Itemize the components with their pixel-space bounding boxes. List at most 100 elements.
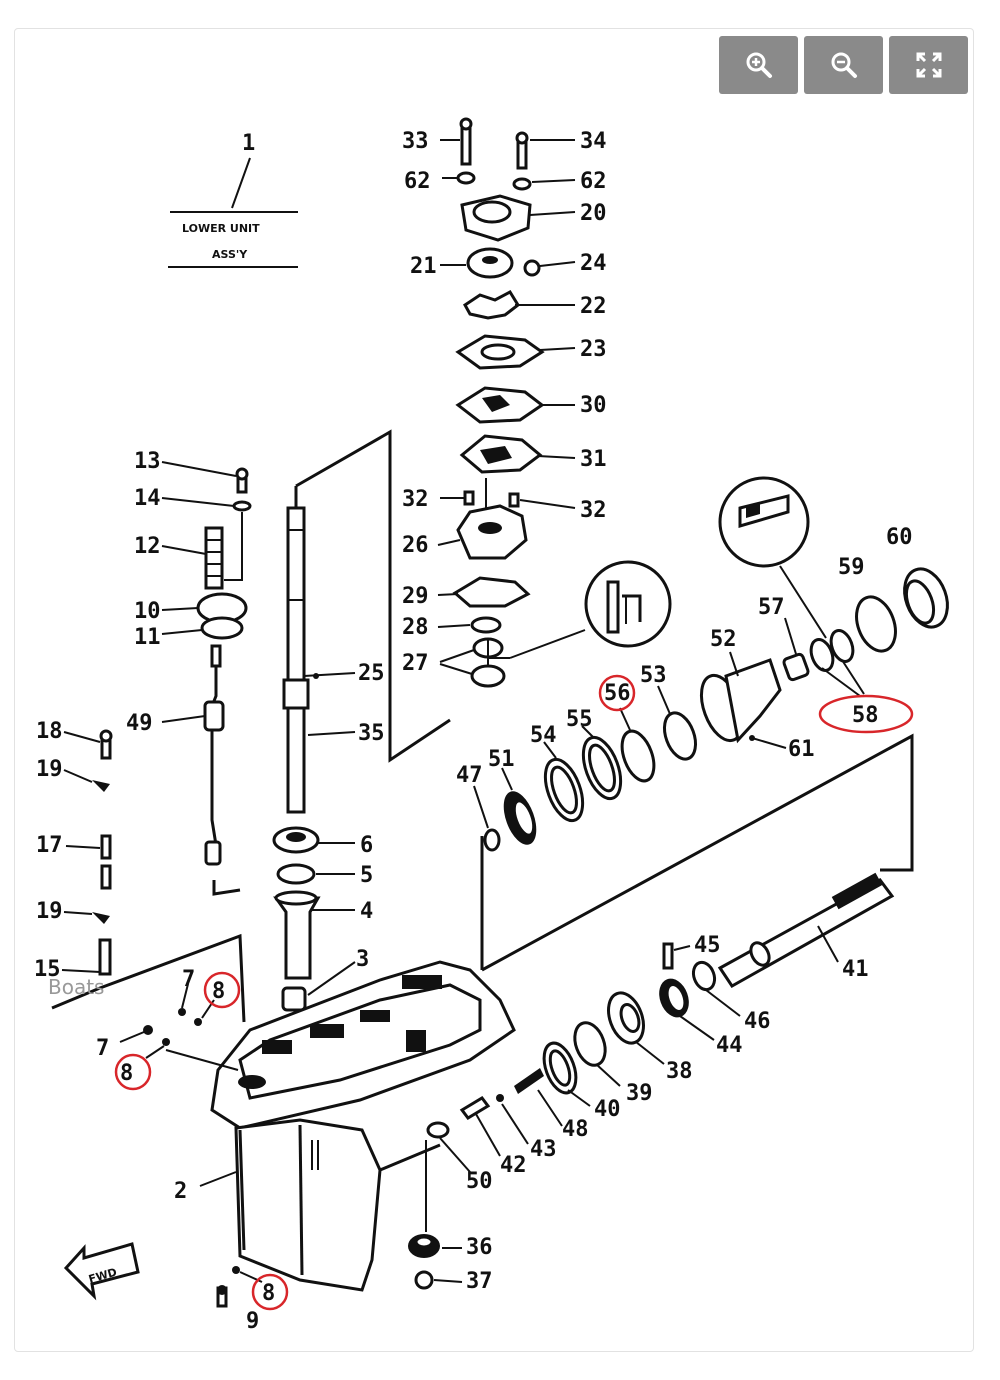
label-7b: 7 bbox=[96, 1036, 109, 1061]
label-33: 33 bbox=[402, 129, 429, 154]
label-29: 29 bbox=[402, 584, 429, 609]
sleeve-4-shape bbox=[273, 896, 321, 980]
label-8a: 8 bbox=[212, 979, 225, 1004]
ring-58a-shape bbox=[809, 638, 835, 672]
label-32a: 32 bbox=[402, 487, 429, 512]
callout-bubble-upper bbox=[584, 560, 672, 648]
link-49-shape bbox=[203, 700, 225, 732]
fullscreen-button[interactable] bbox=[889, 36, 968, 94]
label-42: 42 bbox=[500, 1153, 527, 1178]
zoom-out-icon bbox=[831, 52, 857, 78]
fullscreen-icon bbox=[916, 52, 941, 78]
label-19a: 19 bbox=[36, 757, 63, 782]
label-51: 51 bbox=[488, 747, 515, 772]
label-14: 14 bbox=[134, 486, 161, 511]
label-52: 52 bbox=[710, 627, 737, 652]
label-15: 15 bbox=[34, 957, 61, 982]
label-21: 21 bbox=[410, 254, 437, 279]
highlight-circle-8a bbox=[203, 971, 241, 1009]
assembly-title-line2: ASS'Y bbox=[212, 248, 248, 261]
bushing-3-shape bbox=[281, 986, 307, 1012]
label-54: 54 bbox=[530, 723, 557, 748]
label-28: 28 bbox=[402, 615, 429, 640]
clip-19b-shape bbox=[92, 912, 110, 924]
ring-5-shape bbox=[276, 863, 316, 885]
gearcase-2-shape bbox=[234, 1118, 382, 1292]
label-22: 22 bbox=[580, 294, 607, 319]
label-48: 48 bbox=[562, 1117, 589, 1142]
label-32b: 32 bbox=[580, 498, 607, 523]
cap-27b-shape bbox=[470, 664, 506, 688]
label-46: 46 bbox=[744, 1009, 771, 1034]
label-53: 53 bbox=[640, 663, 667, 688]
ball-43-shape bbox=[496, 1094, 504, 1102]
oring-56-shape bbox=[620, 729, 656, 783]
label-59: 59 bbox=[838, 555, 865, 580]
nut-37-shape bbox=[414, 1270, 434, 1290]
label-62b: 62 bbox=[580, 169, 607, 194]
shift-rod-group bbox=[161, 461, 252, 896]
screw-15-shape bbox=[98, 938, 112, 976]
impeller-22-shape bbox=[463, 290, 520, 320]
water-pump-stack bbox=[452, 117, 586, 688]
label-60: 60 bbox=[886, 525, 913, 550]
pin-32b-shape bbox=[508, 492, 520, 508]
gear-38-shape bbox=[607, 991, 645, 1045]
lower-casing: FWD bbox=[63, 960, 516, 1308]
boot-11-shape bbox=[200, 616, 244, 640]
label-62a: 62 bbox=[404, 169, 431, 194]
pump-leaders bbox=[437, 139, 576, 675]
label-23: 23 bbox=[580, 337, 607, 362]
label-8b: 8 bbox=[120, 1061, 133, 1086]
left-screws: Boats bbox=[48, 729, 246, 1023]
label-36: 36 bbox=[466, 1235, 493, 1260]
washer-46-shape bbox=[691, 960, 717, 992]
label-49: 49 bbox=[126, 711, 153, 736]
label-2: 2 bbox=[174, 1179, 187, 1204]
label-7a: 7 bbox=[182, 967, 195, 992]
label-17: 17 bbox=[36, 833, 63, 858]
grommet-24-shape bbox=[523, 259, 541, 277]
bearing-53-shape bbox=[662, 711, 698, 761]
label-27: 27 bbox=[402, 651, 429, 676]
pin-45-shape bbox=[662, 942, 674, 970]
label-57: 57 bbox=[758, 595, 785, 620]
label-13: 13 bbox=[134, 449, 161, 474]
label-61: 61 bbox=[788, 737, 815, 762]
viewer-toolbar bbox=[719, 36, 968, 94]
drive-shaft-group bbox=[272, 429, 451, 1012]
zoom-out-button[interactable] bbox=[804, 36, 883, 94]
label-41: 41 bbox=[842, 957, 869, 982]
label-5: 5 bbox=[360, 863, 373, 888]
bushing-57-shape bbox=[782, 652, 810, 682]
plate-29-shape bbox=[452, 576, 531, 608]
highlight-circle-56 bbox=[598, 674, 636, 712]
spring-48-shape bbox=[514, 1068, 544, 1094]
label-55: 55 bbox=[566, 707, 593, 732]
zoom-in-icon bbox=[746, 52, 772, 78]
label-6: 6 bbox=[360, 833, 373, 858]
label-11: 11 bbox=[134, 625, 161, 650]
shim-47-shape bbox=[483, 828, 501, 852]
assembly-title: 1 LOWER UNIT ASS'Y bbox=[168, 131, 298, 268]
label-44: 44 bbox=[716, 1033, 743, 1058]
rod-12-shape bbox=[204, 526, 224, 590]
label-9: 9 bbox=[246, 1309, 259, 1334]
label-50: 50 bbox=[466, 1169, 493, 1194]
exploded-parts-diagram: 1 LOWER UNIT ASS'Y bbox=[34, 117, 949, 1334]
label-24: 24 bbox=[580, 251, 607, 276]
plunger-42-shape bbox=[459, 1096, 491, 1120]
label-12: 12 bbox=[134, 534, 161, 559]
label-38: 38 bbox=[666, 1059, 693, 1084]
label-8c: 8 bbox=[262, 1281, 275, 1306]
label-47: 47 bbox=[456, 763, 483, 788]
pin-50-shape bbox=[426, 1121, 450, 1139]
washer-62b-shape bbox=[512, 177, 532, 191]
label-19b: 19 bbox=[36, 899, 63, 924]
assembly-title-line1: LOWER UNIT bbox=[182, 222, 260, 235]
zoom-in-button[interactable] bbox=[719, 36, 798, 94]
label-31: 31 bbox=[580, 447, 607, 472]
highlight-ellipse-58 bbox=[818, 694, 914, 734]
highlight-circles bbox=[114, 674, 914, 1311]
drive-shaft-shape bbox=[286, 506, 306, 690]
